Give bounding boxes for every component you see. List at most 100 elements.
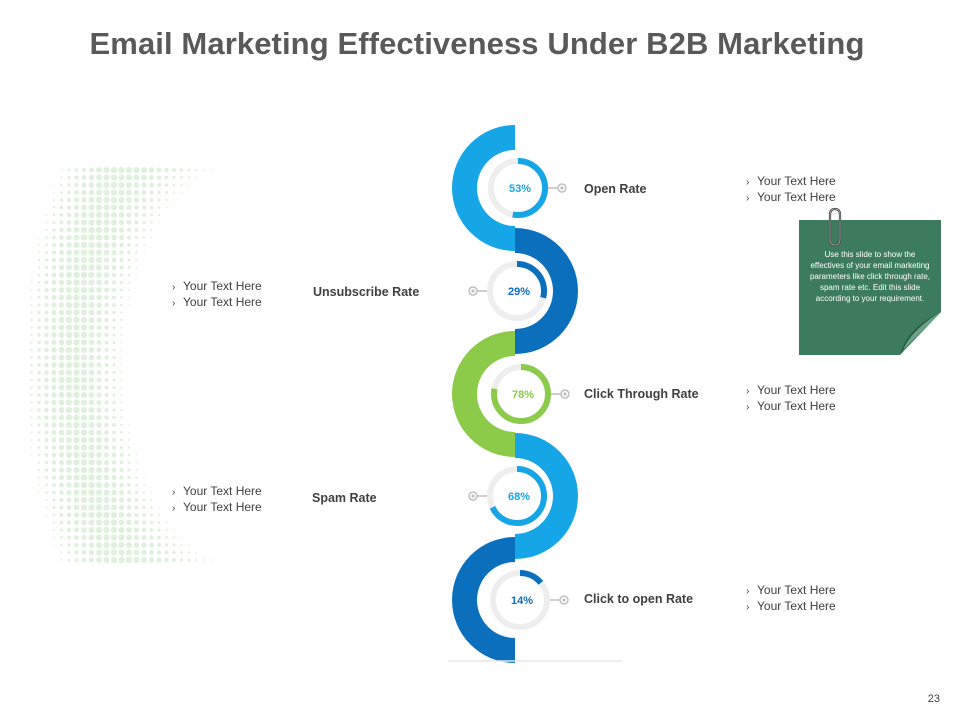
halftone-dot <box>81 197 87 203</box>
halftone-dot <box>103 196 110 204</box>
halftone-dot <box>58 399 65 406</box>
halftone-dot <box>73 444 80 451</box>
halftone-dot-pattern <box>30 166 213 564</box>
metric-label-open-rate: Open Rate <box>584 182 647 196</box>
halftone-dot <box>52 206 56 209</box>
halftone-dot <box>104 437 109 443</box>
halftone-dot <box>210 559 213 561</box>
halftone-dot <box>128 431 130 434</box>
halftone-dot <box>141 549 147 556</box>
halftone-dot <box>150 213 153 217</box>
percent-label-unsubscribe-rate: 29% <box>508 286 530 298</box>
halftone-dot <box>88 256 95 264</box>
halftone-dot <box>80 271 88 279</box>
halftone-dot <box>96 452 102 458</box>
halftone-dot <box>103 264 110 271</box>
halftone-dot <box>127 446 131 449</box>
halftone-dot <box>88 234 95 241</box>
halftone-dot <box>52 213 56 217</box>
halftone-dot <box>96 302 102 308</box>
halftone-dot <box>65 309 73 316</box>
halftone-dot <box>80 459 88 466</box>
halftone-dot <box>96 347 102 353</box>
halftone-dot <box>44 340 49 345</box>
halftone-dot <box>104 415 109 420</box>
halftone-dot <box>37 325 41 330</box>
halftone-dot <box>112 325 116 330</box>
halftone-dot <box>111 452 117 458</box>
halftone-dot <box>104 392 109 398</box>
halftone-dot <box>119 250 124 255</box>
halftone-dot <box>95 234 103 241</box>
halftone-dot <box>96 414 102 421</box>
halftone-dot <box>95 481 103 489</box>
halftone-dot <box>80 331 88 339</box>
halftone-dot <box>66 264 72 271</box>
halftone-dot <box>53 544 55 546</box>
big-arc-click-to-open-rate <box>452 537 515 663</box>
halftone-dot <box>80 369 88 376</box>
halftone-dot <box>80 496 88 504</box>
bullets-click-to-open-rate: ›Your Text Here ›Your Text Here <box>746 583 836 615</box>
halftone-dot <box>110 196 118 204</box>
halftone-dot <box>119 288 124 292</box>
halftone-dot <box>172 175 176 180</box>
halftone-dot <box>141 520 147 525</box>
halftone-dot <box>120 408 123 412</box>
halftone-dot <box>88 459 95 466</box>
halftone-dot <box>95 241 103 249</box>
halftone-dot <box>88 347 95 353</box>
halftone-dot <box>65 301 73 309</box>
halftone-dot <box>44 392 49 398</box>
halftone-dot <box>66 227 72 233</box>
halftone-dot <box>112 310 116 315</box>
halftone-dot <box>73 294 80 301</box>
halftone-dot <box>141 182 147 188</box>
halftone-dot <box>73 376 80 384</box>
halftone-dot <box>45 506 48 509</box>
halftone-dot <box>156 182 162 188</box>
halftone-dot <box>67 558 71 562</box>
halftone-dot <box>118 196 125 204</box>
halftone-dot <box>53 184 55 186</box>
halftone-dot <box>165 528 168 532</box>
bullet-item: ›Your Text Here <box>172 279 262 293</box>
halftone-dot <box>58 452 65 458</box>
halftone-dot <box>44 422 49 428</box>
halftone-dot <box>103 257 110 263</box>
halftone-dot <box>95 211 103 219</box>
halftone-dot <box>96 549 102 556</box>
halftone-dot <box>65 294 73 301</box>
halftone-dot <box>95 226 103 234</box>
halftone-dot <box>120 401 123 404</box>
halftone-dot <box>74 535 79 540</box>
halftone-dot <box>120 326 123 329</box>
halftone-dot <box>60 536 63 539</box>
halftone-dot <box>126 212 132 218</box>
halftone-dot <box>120 431 123 434</box>
halftone-dot <box>51 377 57 383</box>
halftone-dot <box>157 528 161 532</box>
halftone-dot <box>74 182 79 188</box>
halftone-dot <box>51 475 57 480</box>
halftone-dot <box>45 228 48 232</box>
halftone-dot <box>104 430 109 435</box>
halftone-dot <box>73 482 80 488</box>
halftone-dot <box>88 407 95 413</box>
halftone-dot <box>142 228 146 232</box>
halftone-dot <box>51 384 57 391</box>
halftone-dot <box>120 334 123 336</box>
halftone-dot <box>58 437 65 443</box>
halftone-dot <box>119 453 124 457</box>
halftone-dot <box>44 407 49 413</box>
connector-knob-dot-click-to-open-rate <box>562 598 566 602</box>
halftone-dot <box>173 529 175 531</box>
halftone-dot <box>210 169 213 171</box>
halftone-dot <box>103 279 110 286</box>
halftone-dot <box>66 234 72 241</box>
halftone-dot <box>135 266 138 269</box>
halftone-dot <box>80 256 88 264</box>
halftone-dot <box>51 250 57 255</box>
halftone-dot <box>111 265 117 270</box>
halftone-dot <box>133 174 140 181</box>
